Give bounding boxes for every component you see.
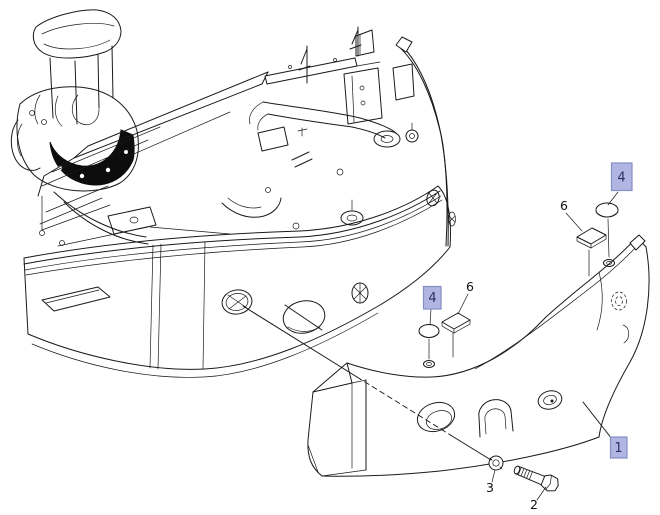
- shim-part: [441, 312, 471, 358]
- machine-thumbnail: [10, 9, 139, 192]
- right-end-cap: [437, 185, 451, 248]
- hidden-hole-outline: [611, 291, 630, 344]
- callout-4-top[interactable]: 4: [610, 162, 633, 192]
- callout-label[interactable]: 4: [617, 171, 625, 186]
- round-plug-part: [418, 324, 440, 360]
- callouts: 4 6 4 6 1 3 2: [422, 162, 633, 512]
- left-end-edge: [23, 257, 29, 335]
- deck-details: [257, 58, 344, 230]
- callout-1[interactable]: 1: [609, 436, 628, 459]
- top-plug-hole: [423, 360, 435, 368]
- callout-6-mid[interactable]: 6: [466, 279, 474, 294]
- right-ridge: [596, 271, 603, 331]
- cab-roof: [32, 9, 122, 59]
- round-plug-part: [595, 202, 619, 258]
- canopy-posts: [49, 45, 114, 125]
- left-step-block: [307, 362, 367, 477]
- lower-left-bracketry: [39, 185, 282, 247]
- right-curved-panel: [392, 36, 456, 247]
- laminated-top-band: [23, 185, 443, 276]
- bottom-edge: [27, 246, 451, 370]
- leader-lines: [242, 191, 619, 501]
- bolt-part: [513, 465, 559, 492]
- small-bolt-hole: [426, 189, 440, 207]
- machine-body: [16, 86, 139, 192]
- center-column: [343, 67, 383, 125]
- exploded-counterweight: [307, 234, 650, 477]
- callout-3[interactable]: 3: [486, 480, 494, 495]
- hand-slot: [41, 286, 111, 312]
- face-hole-open: [416, 401, 456, 433]
- face-hole-arch: [478, 399, 514, 438]
- mount-bosses: [340, 122, 419, 226]
- rear-frame-drawing: [37, 26, 456, 247]
- cotter-pin: [298, 45, 311, 84]
- callout-label[interactable]: 6: [466, 279, 474, 294]
- bottom-edge: [321, 436, 600, 477]
- cotter-pin: [349, 26, 362, 57]
- body-details: [10, 94, 100, 171]
- callout-label[interactable]: 3: [486, 480, 494, 495]
- highlight-box[interactable]: [422, 285, 442, 310]
- highlighted-counterweight-band: [49, 129, 135, 186]
- deck-edges: [37, 71, 269, 231]
- small-bolt-hole: [351, 282, 369, 304]
- callout-label[interactable]: 2: [530, 497, 538, 512]
- face-boss-plugged: [537, 390, 563, 410]
- highlight-box[interactable]: [609, 436, 628, 459]
- callout-label[interactable]: 6: [560, 198, 568, 213]
- plugged-hole: [221, 289, 253, 315]
- callout-6-top[interactable]: 6: [560, 198, 568, 213]
- top-plug-hole: [603, 259, 615, 267]
- hardware: [418, 202, 619, 492]
- top-edge: [346, 236, 638, 378]
- highlight-box[interactable]: [610, 162, 633, 192]
- callout-label[interactable]: 1: [614, 441, 622, 456]
- washer-part: [488, 455, 504, 471]
- installed-counterweight: [23, 185, 451, 378]
- tip-tab: [629, 234, 646, 251]
- outer-right-edge: [598, 246, 650, 438]
- callout-2[interactable]: 2: [530, 497, 538, 512]
- lift-hole: [282, 300, 326, 334]
- top-plate-and-flange: [264, 29, 381, 85]
- shim-part: [576, 227, 607, 277]
- callout-4-mid[interactable]: 4: [422, 285, 442, 310]
- casting-seams: [149, 241, 206, 370]
- callout-label[interactable]: 4: [428, 291, 436, 306]
